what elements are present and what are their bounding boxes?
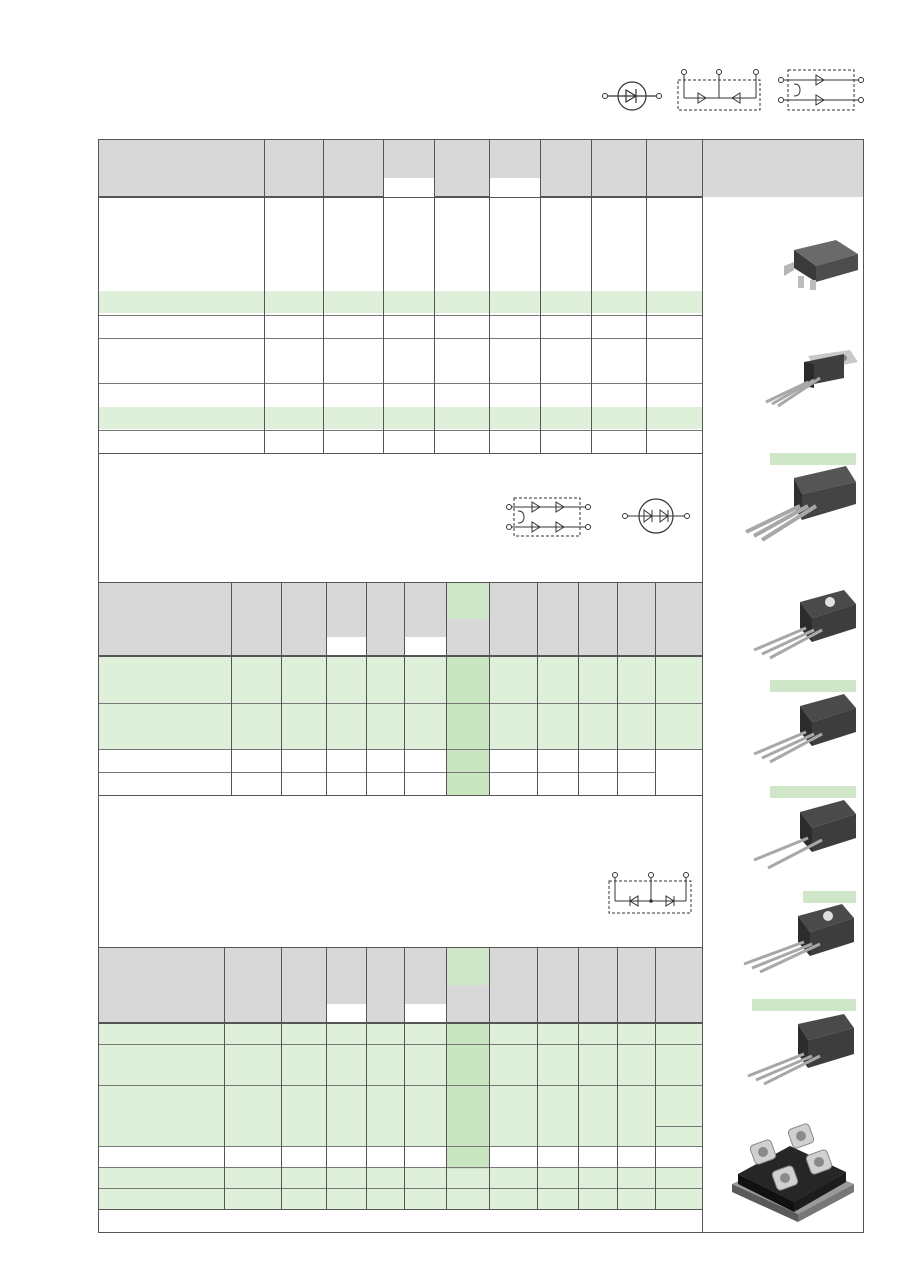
package-label-bar	[770, 453, 856, 465]
series-diode-circle-symbol	[622, 498, 690, 534]
table-row	[99, 1024, 702, 1044]
table-row	[99, 291, 702, 313]
package-label-bar	[752, 999, 856, 1011]
table-row	[99, 1189, 702, 1209]
to-247-package-icon	[745, 466, 856, 542]
single-diode-circle-symbol	[602, 81, 662, 111]
sot-227-module-icon	[732, 1123, 854, 1222]
package-label-bar	[803, 891, 856, 903]
common-cathode-dual-diode-symbol	[677, 69, 761, 111]
common-anode-dual-diode-symbol	[608, 872, 692, 914]
to-220-package-icon	[765, 350, 858, 408]
table-row	[99, 704, 702, 749]
table-2-header	[99, 582, 702, 656]
table-3-header	[99, 947, 702, 1023]
table-1-header	[99, 140, 863, 197]
to-247-plus-package-icon	[753, 694, 856, 764]
table-row	[99, 407, 702, 429]
table-row	[99, 1168, 702, 1188]
table-row	[99, 1045, 702, 1085]
table-row	[99, 657, 702, 703]
to-264-package-icon	[747, 1014, 854, 1086]
to-247-2pin-package-icon	[753, 800, 856, 870]
package-label-bar	[770, 680, 856, 692]
table-row	[99, 1086, 702, 1146]
dual-series-diode-pair-symbol	[506, 497, 591, 537]
page-frame	[98, 139, 864, 1233]
to-247-isolated-package-icon	[753, 590, 856, 660]
dual-series-diode-symbol	[778, 69, 864, 111]
d2pak-package-icon	[784, 240, 858, 290]
package-label-bar	[770, 786, 856, 798]
to-247-long-lead-package-icon	[743, 904, 854, 974]
